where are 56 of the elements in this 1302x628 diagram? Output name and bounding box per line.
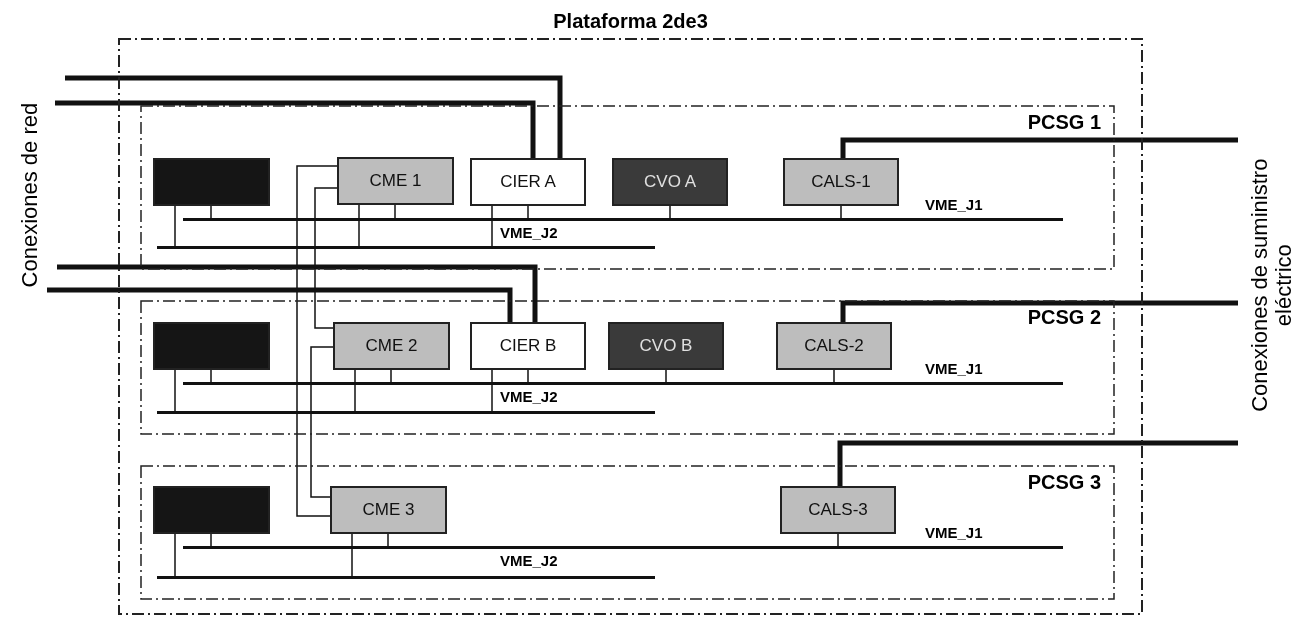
- module-box: CVO A: [612, 158, 728, 206]
- module-box: [153, 322, 270, 370]
- module-box: CALS-3: [780, 486, 896, 534]
- bus-connector: [833, 369, 835, 383]
- bus-connector: [669, 205, 671, 219]
- bus-label: VME_J2: [500, 388, 558, 405]
- group-title: PCSG 1: [1027, 111, 1101, 134]
- bus-connector: [210, 205, 212, 219]
- module-box: CALS-1: [783, 158, 899, 206]
- bus-connector: [527, 205, 529, 219]
- module-box: [153, 486, 270, 534]
- cable-line: [55, 100, 536, 158]
- platform-title: Plataforma 2de3: [553, 10, 708, 33]
- bus-connector: [491, 369, 493, 412]
- module-box: CALS-2: [776, 322, 892, 370]
- module-box: CME 1: [337, 157, 454, 205]
- group-title: PCSG 2: [1027, 306, 1101, 329]
- cable-line: [57, 264, 538, 322]
- cable-line: [840, 137, 1238, 158]
- bus-label: VME_J2: [500, 552, 558, 569]
- bus-connector: [354, 369, 356, 412]
- interconnect-line: [296, 165, 338, 517]
- module-box: CIER B: [470, 322, 586, 370]
- bus-connector: [174, 369, 176, 412]
- cable-line: [65, 75, 563, 158]
- module-box: CVO B: [608, 322, 724, 370]
- module-box: CME 3: [330, 486, 447, 534]
- cable-line: [840, 300, 1238, 322]
- cable-line: [837, 440, 1238, 486]
- bus-connector: [358, 204, 360, 247]
- module-box: CIER A: [470, 158, 586, 206]
- bus-connector: [527, 369, 529, 383]
- network-connections-label: Conexiones de red: [17, 102, 42, 288]
- bus-connector: [210, 369, 212, 383]
- bus-label: VME_J1: [925, 196, 983, 213]
- bus-connector: [174, 205, 176, 247]
- interconnect-line: [310, 346, 334, 498]
- bus-connector: [174, 533, 176, 577]
- bus-connector: [837, 533, 839, 547]
- bus-connector: [394, 204, 396, 219]
- bus-connector: [390, 369, 392, 383]
- interconnect-line: [314, 187, 338, 329]
- bus-connector: [665, 369, 667, 383]
- cable-line: [47, 287, 513, 322]
- bus-connector: [491, 205, 493, 247]
- module-box: [153, 158, 270, 206]
- power-supply-connections-label: Conexiones de suministro eléctrico: [1247, 157, 1297, 414]
- module-box: CME 2: [333, 322, 450, 370]
- group-title: PCSG 3: [1027, 471, 1101, 494]
- bus-connector: [351, 533, 353, 577]
- bus-label: VME_J2: [500, 224, 558, 241]
- bus-connector: [387, 533, 389, 547]
- bus-connector: [210, 533, 212, 547]
- bus-label: VME_J1: [925, 360, 983, 377]
- bus-connector: [840, 205, 842, 219]
- bus-label: VME_J1: [925, 524, 983, 541]
